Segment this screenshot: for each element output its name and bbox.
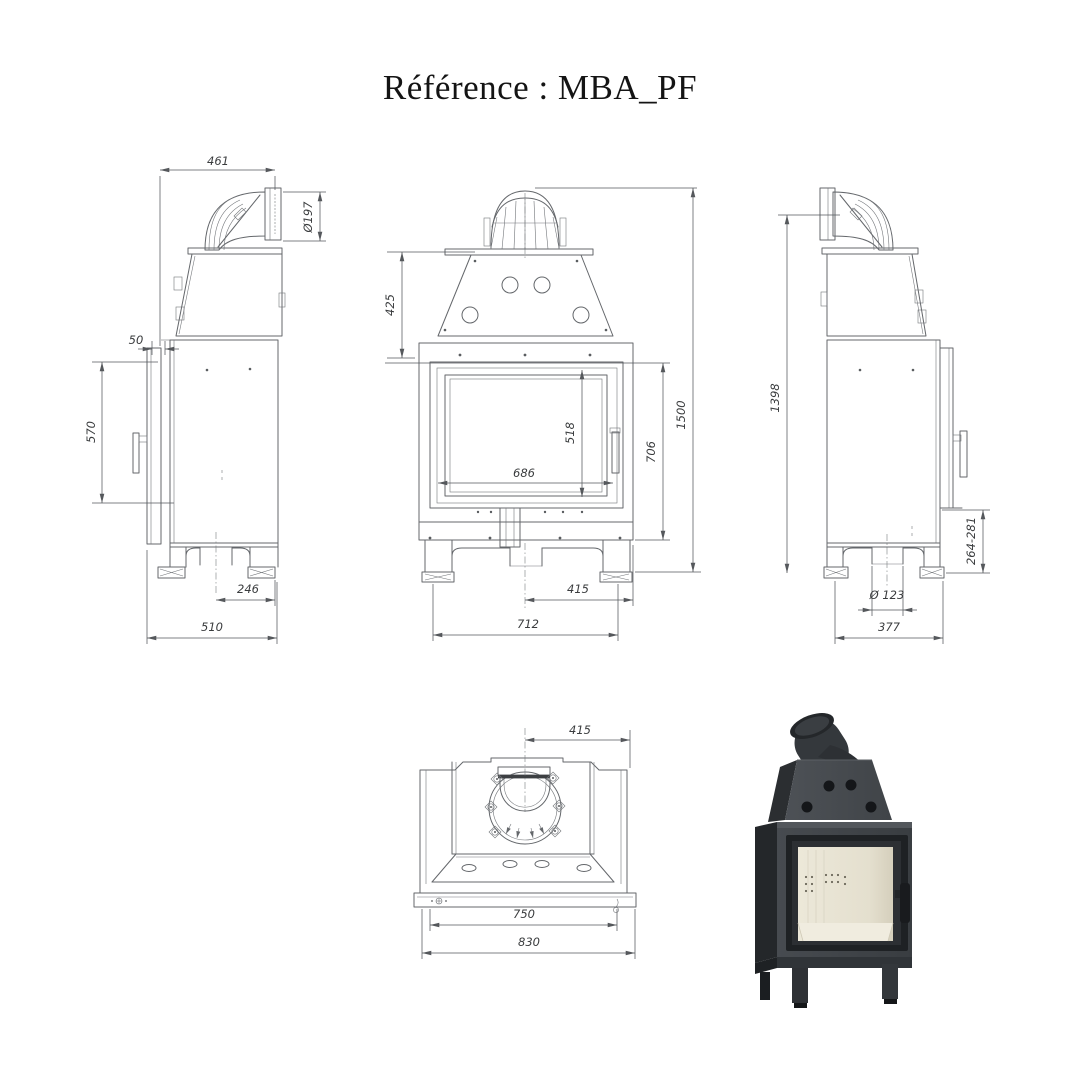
foot-pad [157,566,186,579]
dim-label-50: 50 [129,333,144,347]
flue-dome [483,190,567,260]
dim-label-415-top: 415 [569,723,591,737]
hood [820,247,927,337]
door-handle [959,430,968,478]
dim-label-830: 830 [518,935,540,949]
dim-label-inlet-diameter: Ø 123 [869,588,905,602]
drawing-left-side-view: 461 Ø197 50 570 246 510 [84,154,326,644]
door [429,361,624,509]
foot-pad [421,571,455,583]
front-frame [413,892,637,908]
door-pin [613,898,619,913]
base-and-feet [157,532,279,594]
dimensions: 1398 264-281 Ø 123 377 [768,214,990,644]
render-body [755,822,912,963]
foot-pad [599,571,633,583]
dim-label-510: 510 [201,620,223,634]
flue-elbow [204,187,282,251]
render-hood [768,759,892,822]
render-base [755,957,912,1008]
body [132,339,279,545]
dim-label-1500: 1500 [674,400,688,429]
collar-bolts [484,771,566,839]
base-and-feet [421,539,633,609]
dim-label-686: 686 [513,466,535,480]
dim-label-377: 377 [878,620,901,634]
drawing-front-view: 425 518 686 706 1500 415 712 [383,187,701,641]
door-handle [132,432,140,474]
dim-label-264-281: 264-281 [964,517,978,565]
hood [173,247,286,337]
render-handle-mount [895,890,901,898]
dim-label-712: 712 [517,617,539,631]
latch [499,507,521,548]
dim-label-415: 415 [567,582,589,596]
dim-label-1398: 1398 [768,383,782,412]
body [826,339,968,544]
body [418,342,634,548]
dim-label-570: 570 [84,421,98,443]
dimensions: 415 750 830 [421,723,636,959]
dimensions: 425 518 686 706 1500 415 712 [383,187,701,641]
dim-label-750: 750 [513,907,535,921]
door-handle [611,431,620,474]
dim-label-461: 461 [207,154,229,168]
foot-pad [247,566,276,579]
casing-outline [413,757,637,913]
dimensions: 461 Ø197 50 570 246 510 [84,154,326,644]
page-title: Référence : MBA_PF [382,68,698,107]
dim-label-flue-diameter: Ø197 [301,201,315,234]
drawing-right-side-view: 1398 264-281 Ø 123 377 [768,187,990,644]
dim-label-246: 246 [237,582,259,596]
flue-elbow [819,187,894,251]
dim-label-706: 706 [644,441,658,463]
render-handle [900,883,910,923]
dim-label-425: 425 [383,294,397,316]
base-and-feet [823,534,945,588]
air-holes [804,873,847,893]
dim-label-518: 518 [563,422,577,444]
hood [437,248,614,337]
foot-pad [919,566,945,579]
foot-pad [823,566,849,579]
render-firebox [797,847,894,942]
product-render [755,713,912,1008]
drawing-top-view: 415 750 830 [413,723,637,959]
screw-mark [431,897,447,905]
